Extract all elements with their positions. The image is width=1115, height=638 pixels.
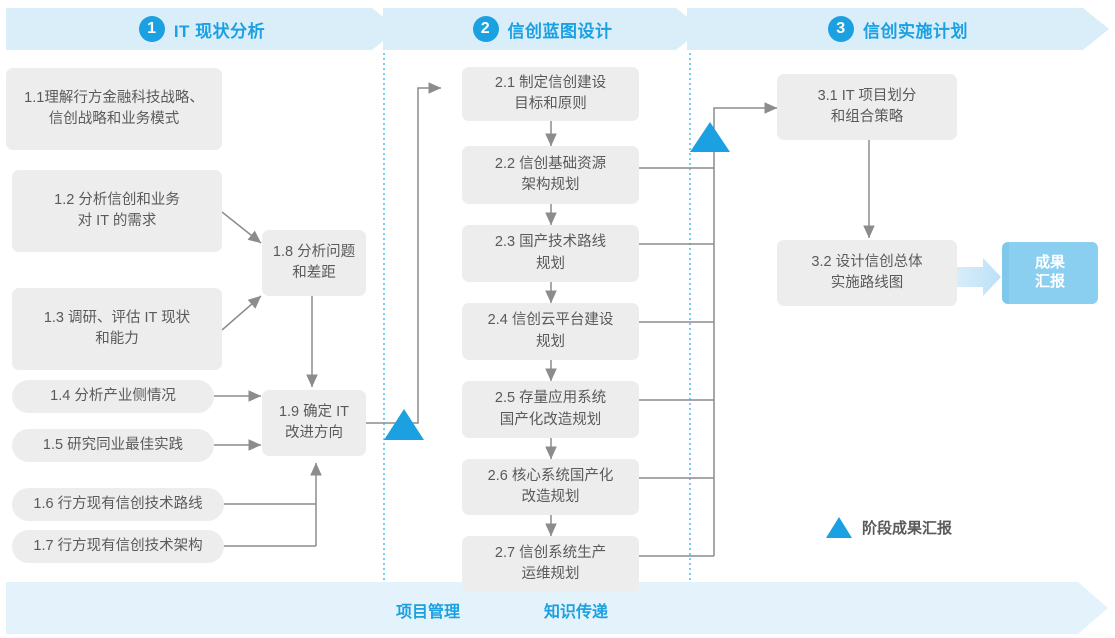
bottom-band-labels: 项目管理 知识传递	[396, 598, 608, 622]
box-line: 1.6 行方现有信创技术路线	[33, 495, 203, 512]
box-line: 国产化改造规划	[499, 411, 602, 428]
process-box-2-7[interactable]: 2.7 信创系统生产 运维规划	[462, 536, 639, 592]
phase-label-1: IT 现状分析	[173, 21, 266, 41]
box-line: 对 IT 的需求	[77, 213, 157, 229]
box-line: 目标和原则	[514, 96, 587, 112]
milestone-triangle-phase1	[384, 409, 424, 440]
box-line: 信创战略和业务模式	[48, 111, 180, 127]
process-box-1-7[interactable]: 1.7 行方现有信创技术架构	[12, 530, 224, 563]
box-line: 2.5 存量应用系统	[494, 390, 607, 407]
deliverable-arrow	[952, 258, 1001, 296]
chip-line: 汇报	[1034, 273, 1065, 290]
milestone-triangle-phase2	[690, 122, 730, 152]
deliverable-chip[interactable]: 成果 汇报	[1002, 242, 1098, 304]
process-box-2-3[interactable]: 2.3 国产技术路线 规划	[462, 225, 639, 282]
box-line: 规划	[536, 255, 565, 272]
process-box-3-2[interactable]: 3.2 设计信创总体 实施路线图	[777, 240, 957, 306]
box-line: 改造规划	[521, 489, 580, 505]
box-line: 和差距	[292, 265, 336, 281]
process-box-1-3[interactable]: 1.3 调研、评估 IT 现状 和能力	[12, 288, 222, 370]
phase-number-2: 2	[472, 16, 499, 42]
box-line: 3.1 IT 项目划分	[817, 87, 917, 104]
process-box-1-9[interactable]: 1.9 确定 IT 改进方向	[262, 390, 366, 456]
phase-banner-1[interactable]: 1 IT 现状分析	[6, 8, 398, 50]
legend-label: 阶段成果汇报	[862, 520, 953, 537]
box-line: 和组合策略	[830, 109, 904, 125]
box-line: 1.2 分析信创和业务	[54, 191, 180, 208]
triangle-marker-icon	[826, 517, 852, 538]
box-line: 2.4 信创云平台建设	[487, 312, 614, 329]
process-box-1-6[interactable]: 1.6 行方现有信创技术路线	[12, 488, 224, 521]
box-line: 实施路线图	[830, 275, 904, 291]
box-line: 2.7 信创系统生产	[494, 544, 607, 561]
process-box-3-1[interactable]: 3.1 IT 项目划分 和组合策略	[777, 74, 957, 140]
legend: 阶段成果汇报	[826, 517, 952, 538]
box-line: 改进方向	[284, 425, 343, 441]
process-box-1-2[interactable]: 1.2 分析信创和业务 对 IT 的需求	[12, 170, 222, 252]
box-line: 1.8 分析问题	[272, 243, 356, 260]
band-label-project-management[interactable]: 项目管理	[396, 604, 461, 621]
process-box-2-6[interactable]: 2.6 核心系统国产化 改造规划	[462, 459, 639, 515]
phase-banner-2[interactable]: 2 信创蓝图设计	[383, 8, 702, 50]
phase-banner-3[interactable]: 3 信创实施计划	[687, 8, 1109, 50]
phase-label-2: 信创蓝图设计	[507, 21, 613, 41]
process-box-1-5[interactable]: 1.5 研究同业最佳实践	[12, 429, 214, 462]
process-box-2-1[interactable]: 2.1 制定信创建设 目标和原则	[462, 67, 639, 121]
box-line: 运维规划	[521, 566, 580, 582]
box-line: 3.2 设计信创总体	[811, 253, 923, 270]
box-line: 1.4 分析产业侧情况	[50, 387, 176, 404]
band-label-knowledge-transfer[interactable]: 知识传递	[544, 604, 609, 621]
box-line: 1.1理解行方金融科技战略、	[24, 89, 204, 106]
box-line: 1.9 确定 IT	[278, 403, 350, 420]
box-line: 2.3 国产技术路线	[494, 234, 607, 251]
process-box-2-4[interactable]: 2.4 信创云平台建设 规划	[462, 303, 639, 360]
box-line: 1.5 研究同业最佳实践	[42, 436, 184, 453]
box-line: 和能力	[95, 331, 139, 347]
chip-line: 成果	[1034, 254, 1065, 272]
box-line: 1.7 行方现有信创技术架构	[33, 537, 203, 554]
process-box-2-2[interactable]: 2.2 信创基础资源 架构规划	[462, 146, 639, 204]
phase-number-1: 1	[138, 16, 165, 42]
phase-number-3: 3	[828, 16, 854, 42]
process-box-1-8[interactable]: 1.8 分析问题 和差距	[262, 230, 366, 296]
box-line: 2.6 核心系统国产化	[487, 467, 614, 484]
phase-label-3: 信创实施计划	[863, 21, 968, 41]
box-line: 2.1 制定信创建设	[494, 74, 607, 91]
process-box-1-4[interactable]: 1.4 分析产业侧情况	[12, 380, 214, 413]
box-line: 1.3 调研、评估 IT 现状	[43, 309, 191, 326]
process-box-1-1[interactable]: 1.1理解行方金融科技战略、 信创战略和业务模式	[6, 68, 222, 150]
process-box-2-5[interactable]: 2.5 存量应用系统 国产化改造规划	[462, 381, 639, 438]
box-line: 2.2 信创基础资源	[494, 155, 607, 172]
box-line: 规划	[536, 333, 565, 350]
box-line: 架构规划	[521, 177, 580, 193]
